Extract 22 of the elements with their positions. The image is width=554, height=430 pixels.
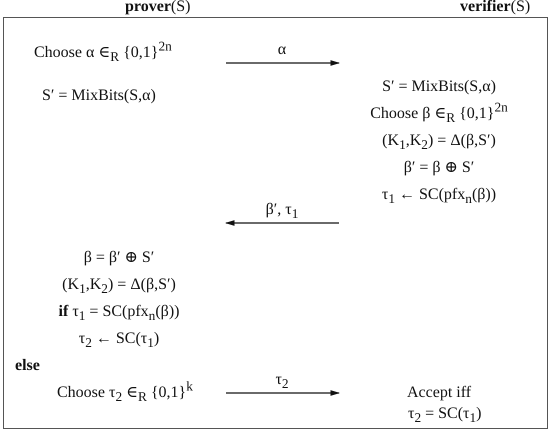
step-text: β = β′ ⊕ S′ <box>82 248 156 268</box>
protocol-frame <box>3 17 548 429</box>
step-text: Choose τ$_{2}$ ∈$_{R}$ {0,1}$^{k}$ <box>56 379 194 406</box>
column-heading: prover(S) <box>125 0 190 16</box>
step-text: β′ = β ⊕ S′ <box>402 158 476 178</box>
arrow <box>226 60 340 66</box>
step-text: (K$_{1}$,K$_{2}$) = Δ(β,S′) <box>381 131 497 154</box>
column-heading: verifier(S) <box>460 0 530 16</box>
step-text: τ$_{1}$ ← SC(pfx$_{n}$(β)) <box>380 185 498 208</box>
step-text: Choose β ∈$_{R}$ {0,1}$^{2n}$ <box>369 100 509 127</box>
step-text: Accept iff <box>406 383 472 403</box>
step-text: (K$_{1}$,K$_{2}$) = Δ(β,S′) <box>61 275 177 298</box>
step-text: S′ = MixBits(S,α) <box>41 86 157 106</box>
edge-label: β′, τ$_{1}$ <box>264 200 300 220</box>
step-text: if τ$_{1}$ = SC(pfx$_{n}$(β)) <box>58 302 180 325</box>
arrow <box>225 220 339 226</box>
arrow <box>226 390 340 396</box>
step-text: else <box>14 356 41 376</box>
step-text: Choose α ∈$_{R}$ {0,1}$^{2n}$ <box>33 38 173 66</box>
step-text: S′ = MixBits(S,α) <box>381 77 497 97</box>
step-text: τ$_{2}$ = SC(τ$_{1}$) <box>407 404 482 424</box>
step-text: τ$_{2}$ ← SC(τ$_{1}$) <box>78 329 160 352</box>
